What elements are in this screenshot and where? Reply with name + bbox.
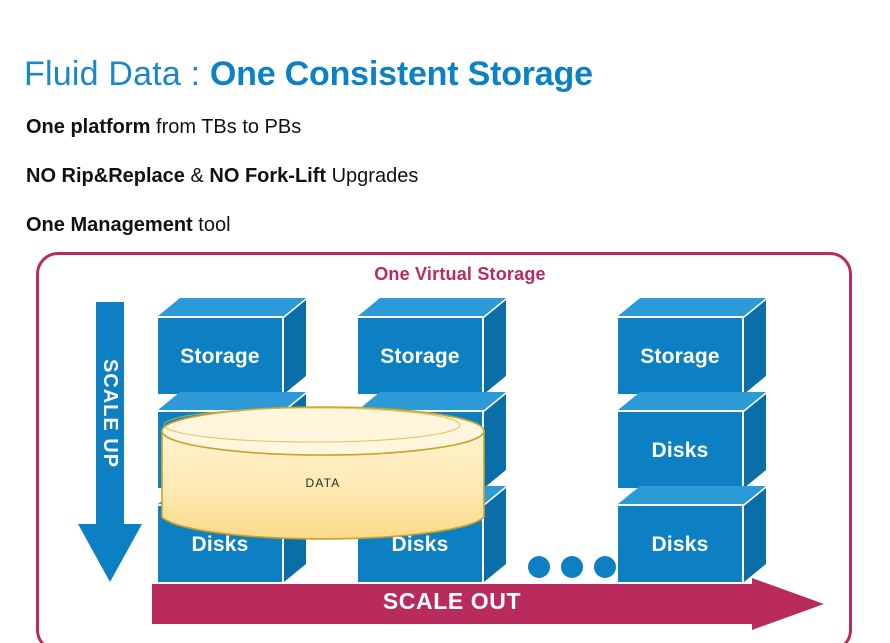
scale-out-arrow: SCALE OUT <box>152 578 824 630</box>
box-label: Disks <box>651 532 709 556</box>
box-right-disks-1[interactable]: Disks <box>618 392 766 488</box>
bullet-line-3: One Management tool <box>26 212 231 238</box>
bullet-2-strong: NO Rip&Replace <box>26 165 185 187</box>
box-front-face: Storage <box>158 318 282 394</box>
dot-icon <box>594 556 616 578</box>
box-left-storage[interactable]: Storage <box>158 298 306 394</box>
scale-out-arrow-shape <box>152 578 824 630</box>
data-cylinder-shape <box>161 406 485 540</box>
box-side-face <box>744 298 766 394</box>
scale-up-arrow: SCALE UP <box>78 302 142 582</box>
box-middle-storage[interactable]: Storage <box>358 298 506 394</box>
scale-up-label: SCALE UP <box>99 358 122 468</box>
box-side-face <box>744 392 766 488</box>
box-label: Storage <box>180 344 260 368</box>
scale-up-arrow-shape <box>78 302 142 582</box>
box-right-disks-2[interactable]: Disks <box>618 486 766 582</box>
box-top-face <box>618 486 766 504</box>
box-label: Disks <box>191 532 249 556</box>
bullet-3-strong: One Management <box>26 214 193 236</box>
box-top-face <box>618 392 766 410</box>
box-side-face <box>744 486 766 582</box>
box-top-face <box>158 392 306 410</box>
box-label: Disks <box>391 532 449 556</box>
ellipsis-dots <box>528 556 616 578</box>
box-front-face: Storage <box>358 318 482 394</box>
bullet-1-strong: One platform <box>26 116 151 138</box>
title-bold-part: One Consistent Storage <box>209 55 593 93</box>
virtual-storage-panel <box>36 252 852 643</box>
data-cylinder: DATA <box>160 405 486 550</box>
box-right-storage[interactable]: Storage <box>618 298 766 394</box>
bullet-2-strong-2: NO Fork-Lift <box>209 165 327 187</box>
title-light-part: Fluid Data : <box>24 55 210 93</box>
box-top-face <box>618 298 766 316</box>
box-top-face <box>158 298 306 316</box>
box-front-face: Storage <box>618 318 742 394</box>
box-side-face <box>284 298 306 394</box>
bullet-2-normal: & <box>184 165 210 187</box>
box-front-face: Disks <box>618 506 742 582</box>
bullet-3-normal: tool <box>192 214 231 236</box>
box-label: Disks <box>651 438 709 462</box>
panel-heading: One Virtual Storage <box>374 264 546 284</box>
bullet-line-2: NO Rip&Replace & NO Fork-Lift Upgrades <box>26 163 418 189</box>
box-side-face <box>484 392 506 488</box>
box-label: Storage <box>640 344 720 368</box>
dot-icon <box>561 556 583 578</box>
box-top-face <box>358 392 506 410</box>
scale-out-label: SCALE OUT <box>382 587 522 614</box>
box-front-face: Disks <box>618 412 742 488</box>
box-label: Storage <box>380 344 460 368</box>
bullet-2-normal-2: Upgrades <box>326 165 419 187</box>
box-top-face <box>358 298 506 316</box>
bullet-line-1: One platform from TBs to PBs <box>26 114 301 140</box>
box-side-face <box>484 298 506 394</box>
data-cylinder-label: DATA <box>305 475 341 490</box>
scale-up-label-wrap: SCALE UP <box>78 302 142 524</box>
dot-icon <box>528 556 550 578</box>
page-title: Fluid Data : One Consistent Storage <box>24 52 593 96</box>
box-side-face <box>484 486 506 582</box>
bullet-1-normal: from TBs to PBs <box>150 116 302 138</box>
